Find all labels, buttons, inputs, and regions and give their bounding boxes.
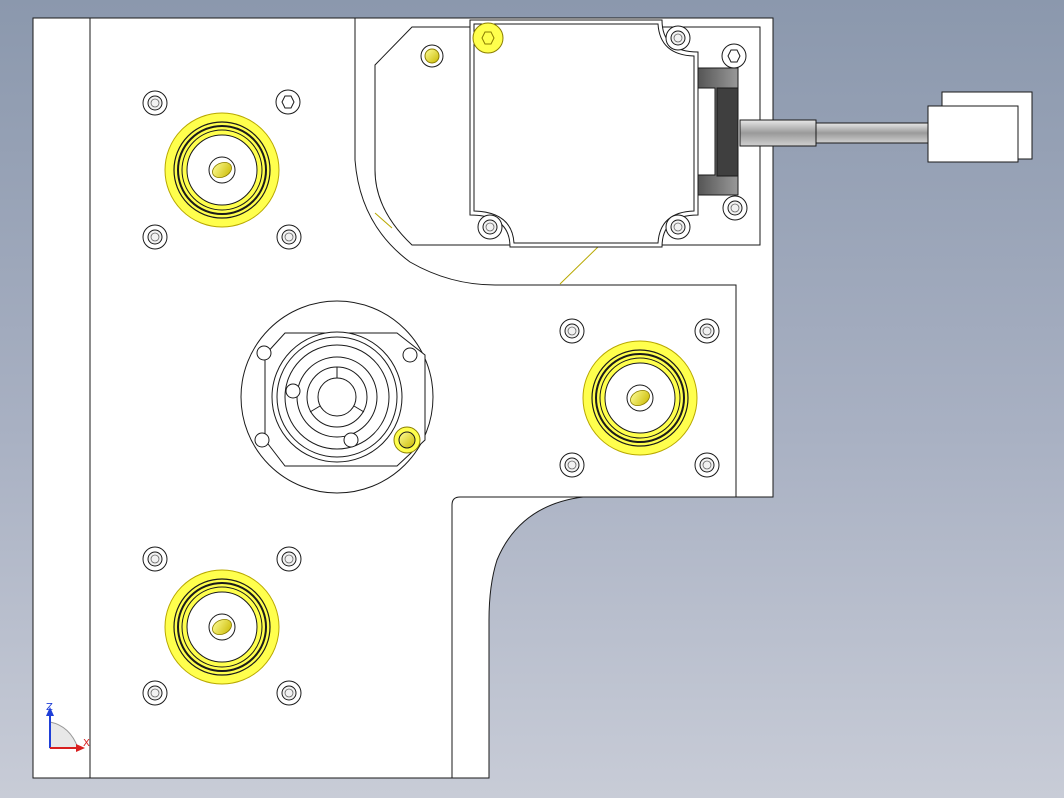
sensor-probe[interactable] xyxy=(739,91,1033,163)
hub-slot xyxy=(353,405,365,413)
bearing-assembly[interactable] xyxy=(164,569,280,685)
bolt-inner xyxy=(150,688,160,698)
bolt-head xyxy=(147,551,163,567)
bolt-inner xyxy=(673,222,683,232)
bearing-group xyxy=(164,112,698,685)
bolt-head xyxy=(699,323,715,339)
upper-pocket-outline xyxy=(354,18,737,497)
bolt-inner xyxy=(702,460,712,470)
bolt-head xyxy=(727,200,743,216)
bolt-hole[interactable] xyxy=(276,224,302,250)
lower-step-outline xyxy=(451,496,583,778)
socket-screw-highlight[interactable] xyxy=(472,22,504,54)
bolt-head xyxy=(281,685,297,701)
flange-hole xyxy=(254,432,270,448)
hub-bore xyxy=(317,377,357,417)
shaft-pin xyxy=(212,161,232,179)
bearing-ring xyxy=(177,582,267,672)
motor-housing xyxy=(469,19,699,248)
triad-z-label: Z xyxy=(46,702,53,713)
probe-head xyxy=(927,105,1019,163)
set-screw-inner xyxy=(398,431,416,449)
seam-line xyxy=(374,212,393,229)
hub-hole xyxy=(343,432,359,448)
triad-z-arrow xyxy=(46,707,54,716)
bearing-ring xyxy=(595,353,685,443)
bolt-inner xyxy=(485,222,495,232)
bolt-head xyxy=(281,229,297,245)
bolt-inner xyxy=(150,98,160,108)
shaft-pin xyxy=(630,389,650,407)
bolt-head xyxy=(564,323,580,339)
hub-slot xyxy=(309,405,321,413)
bolt-inner xyxy=(150,554,160,564)
bolt-hole[interactable] xyxy=(722,195,748,221)
bolt-hole[interactable] xyxy=(694,452,720,478)
bolt-group xyxy=(142,25,748,706)
socket-screw[interactable] xyxy=(275,89,301,115)
bolt-inner xyxy=(284,232,294,242)
bolt-head xyxy=(147,685,163,701)
axis-triad: Z X xyxy=(46,702,90,752)
bearing-ring xyxy=(177,125,267,215)
bearing-assembly[interactable] xyxy=(582,340,698,456)
bearing-ring xyxy=(173,578,271,676)
motor-clamp-face xyxy=(716,87,739,177)
bolt-inner xyxy=(284,554,294,564)
bolt-hole[interactable] xyxy=(142,224,168,250)
bearing-ring xyxy=(591,349,689,447)
triad-x-label: X xyxy=(83,738,90,749)
bolt-inner xyxy=(284,688,294,698)
flange-hole xyxy=(256,345,272,361)
bolt-hole[interactable] xyxy=(694,318,720,344)
bolt-inner xyxy=(567,460,577,470)
triad-x-arrow xyxy=(76,744,85,752)
rotary-hub[interactable] xyxy=(240,300,434,494)
bolt-head xyxy=(147,95,163,111)
bolt-hole[interactable] xyxy=(665,214,691,240)
bolt-hole[interactable] xyxy=(559,452,585,478)
pin-highlight[interactable] xyxy=(420,44,444,68)
bolt-head xyxy=(281,551,297,567)
bolt-inner xyxy=(150,232,160,242)
flange-hole xyxy=(402,347,418,363)
bolt-head xyxy=(670,30,686,46)
bolt-inner xyxy=(730,203,740,213)
bolt-head xyxy=(482,219,498,235)
bolt-hole[interactable] xyxy=(276,546,302,572)
bolt-hole[interactable] xyxy=(142,680,168,706)
socket-screw[interactable] xyxy=(721,43,747,69)
probe-shaft-tip xyxy=(815,122,929,144)
shaft-pin xyxy=(212,618,232,636)
socket-screws xyxy=(275,22,747,115)
bolt-hole[interactable] xyxy=(276,680,302,706)
bolt-inner xyxy=(567,326,577,336)
seam-line xyxy=(559,244,601,285)
bolt-hole[interactable] xyxy=(477,214,503,240)
bearing-assembly[interactable] xyxy=(164,112,280,228)
bolt-head xyxy=(699,457,715,473)
motor-body[interactable] xyxy=(469,19,739,248)
bolt-hole[interactable] xyxy=(559,318,585,344)
motor-frame-outline xyxy=(374,26,761,246)
probe-shaft xyxy=(739,119,817,147)
bolt-head xyxy=(147,229,163,245)
bolt-hole[interactable] xyxy=(142,546,168,572)
bolt-hole[interactable] xyxy=(665,25,691,51)
bolt-head xyxy=(670,219,686,235)
bolt-inner xyxy=(673,33,683,43)
bearing-ring xyxy=(173,121,271,219)
bolt-head xyxy=(564,457,580,473)
hub-hole xyxy=(285,383,301,399)
bolt-inner xyxy=(702,326,712,336)
bolt-hole[interactable] xyxy=(142,90,168,116)
